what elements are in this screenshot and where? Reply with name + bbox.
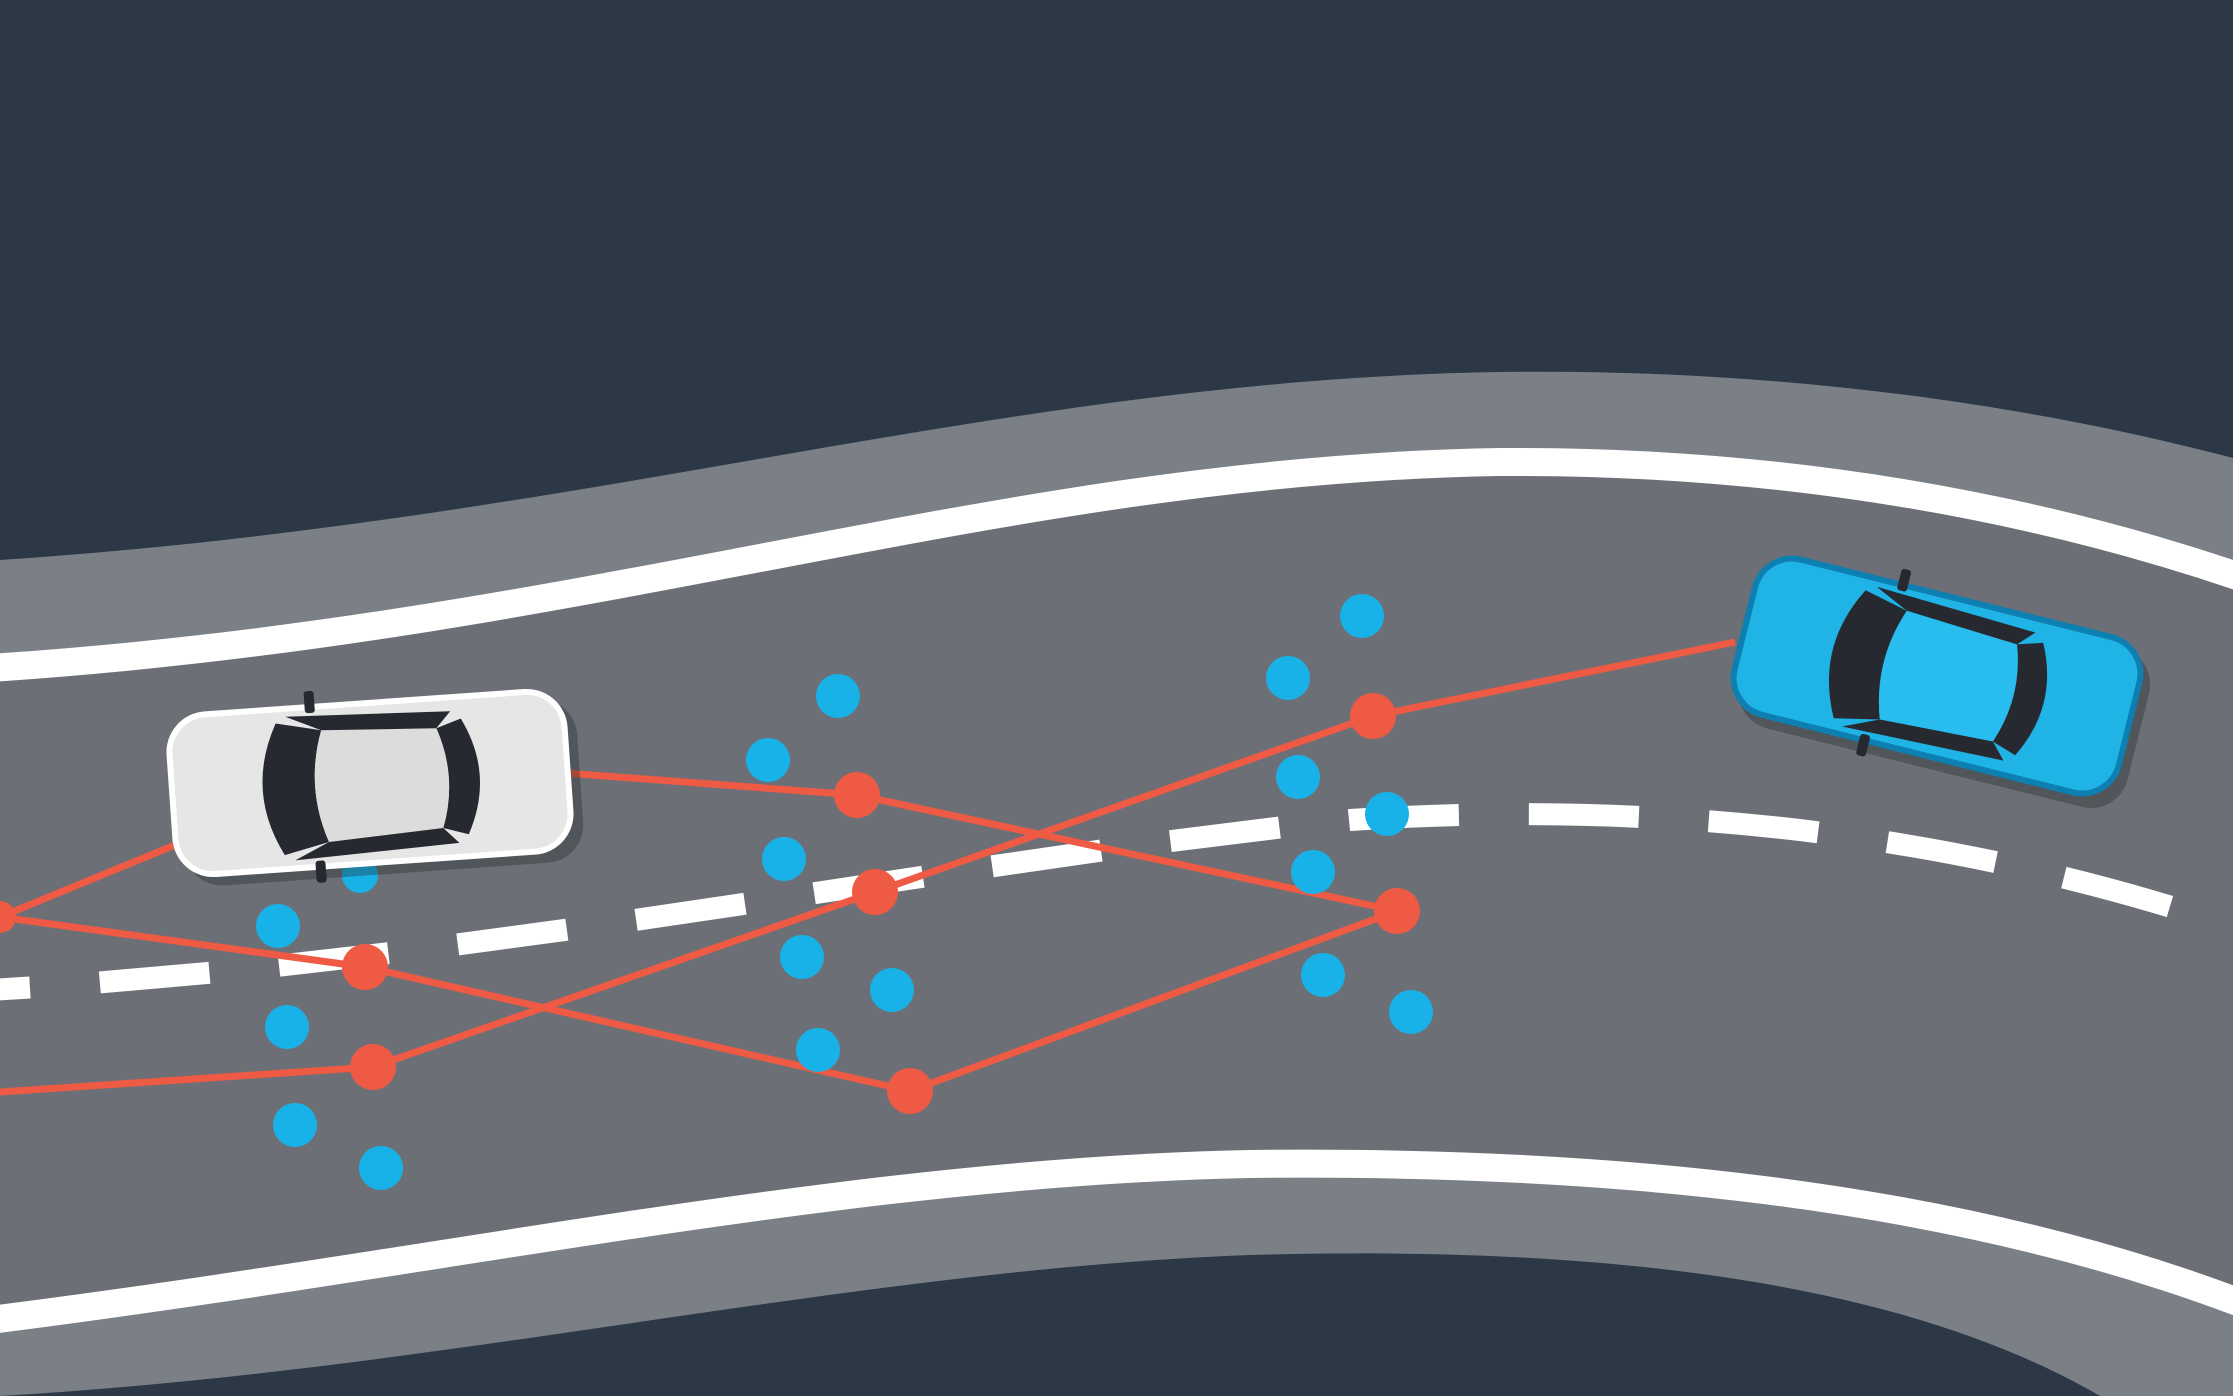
car-side-window <box>1876 586 2036 645</box>
car-mirror <box>1897 568 1912 592</box>
waypoint-node <box>350 1044 396 1090</box>
waypoint-node <box>342 944 388 990</box>
sample-point <box>1301 953 1345 997</box>
sample-point <box>1291 850 1335 894</box>
waypoint-node <box>0 901 16 933</box>
car-side-window <box>295 827 460 861</box>
car-rear-window <box>1992 642 2048 756</box>
sample-points <box>256 594 1433 1190</box>
waypoint-node <box>887 1068 933 1114</box>
car-rear-window <box>436 718 480 835</box>
waypoint-nodes <box>0 693 1420 1114</box>
sample-point <box>870 968 914 1012</box>
car-mirror <box>315 860 327 883</box>
sample-point <box>762 837 806 881</box>
sample-point <box>1266 656 1310 700</box>
sample-point <box>780 935 824 979</box>
waypoint-node <box>834 772 880 818</box>
bottom-lane-line <box>0 1149 2233 1333</box>
path-line <box>0 907 1399 1095</box>
sample-point <box>359 1146 403 1190</box>
waypoint-node <box>1374 888 1420 934</box>
sample-point <box>816 674 860 718</box>
blue-car-icon <box>1730 555 2151 809</box>
sample-point <box>273 1103 317 1147</box>
center-dashed-line <box>0 803 2233 1001</box>
sample-point <box>746 738 790 782</box>
road-surface <box>0 461 2233 1319</box>
path-line <box>0 841 177 921</box>
car-roof <box>1878 610 2018 742</box>
sample-point <box>256 904 300 948</box>
white-car-icon <box>166 688 584 886</box>
car-windshield <box>1828 590 1907 720</box>
car-side-window <box>1841 719 2004 761</box>
car-mirror <box>303 690 315 714</box>
sample-point <box>1340 594 1384 638</box>
car-roof <box>314 728 450 843</box>
car-mirror <box>1856 733 1870 757</box>
sample-point <box>1276 755 1320 799</box>
top-lane-line <box>0 447 2233 682</box>
car-side-window <box>285 711 451 731</box>
waypoint-node <box>852 869 898 915</box>
sample-point <box>265 1005 309 1049</box>
car-windshield <box>262 723 330 856</box>
sample-point <box>1365 792 1409 836</box>
sample-point <box>1389 990 1433 1034</box>
sample-point <box>796 1028 840 1072</box>
waypoint-node <box>1350 693 1396 739</box>
